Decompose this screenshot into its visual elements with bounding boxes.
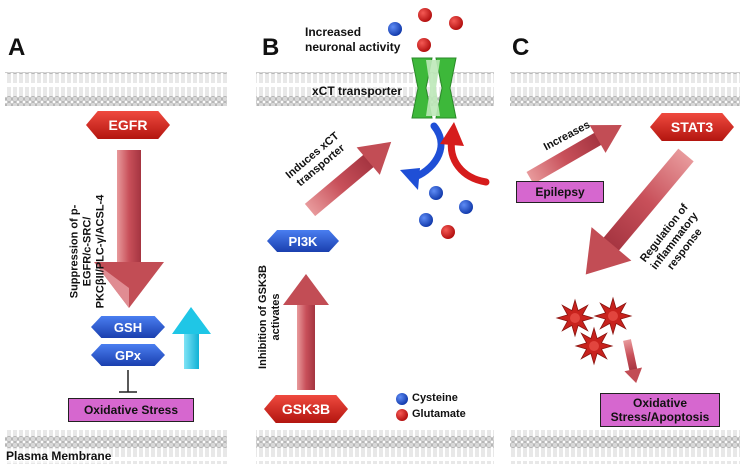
legend-cysteine-label: Cysteine: [412, 392, 458, 404]
gsk3b-badge: GSK3B: [264, 395, 348, 423]
outcome-down-arrow: [623, 339, 643, 384]
increase-up-arrow: [172, 307, 211, 369]
membrane-top-a: [5, 72, 227, 106]
membrane-bottom-c: [510, 430, 740, 464]
legend-glutamate-label: Glutamate: [412, 408, 466, 420]
membrane-label: Plasma Membrane: [6, 449, 112, 463]
increases-diagonal-arrow: [526, 125, 622, 185]
suppression-line-1: Suppression of p-: [68, 204, 81, 299]
increased-line-1: Increased: [305, 25, 362, 39]
glutamate-efflux-arrow: [440, 122, 490, 186]
oxidative-stress-box: Oxidative Stress: [68, 398, 194, 422]
activates-up-arrow: [283, 274, 329, 390]
cysteine-ion: [459, 200, 473, 214]
ros-star-icon: [574, 326, 614, 366]
glutamate-ion: [441, 225, 455, 239]
suppression-label: Suppression of p- EGFR/c-SRC/ PKCβII/PLC…: [69, 162, 108, 342]
membrane-top-b: [256, 72, 494, 106]
xct-transporter-icon: [411, 57, 457, 119]
cysteine-influx-arrow: [400, 122, 445, 190]
regulation-diagonal-arrow: [585, 148, 694, 275]
panel-label-c: C: [512, 34, 530, 61]
suppression-line-3: PKCβII/PLC-γ/ACSL-4: [94, 194, 107, 309]
outcome-line-1: Oxidative: [632, 396, 688, 410]
suppression-line-2: EGFR/c-SRC/: [81, 216, 94, 287]
epilepsy-box: Epilepsy: [516, 181, 604, 203]
outcome-line-2: Stress/Apoptosis: [610, 410, 710, 424]
induces-diagonal-arrow: [304, 141, 392, 217]
oxidative-apoptosis-box: Oxidative Stress/Apoptosis: [600, 393, 720, 427]
cysteine-ion: [388, 22, 402, 36]
xct-label: xCT transporter: [312, 84, 403, 98]
glutamate-ion: [417, 38, 431, 52]
inhibition-label: Inhibition of GSK3B activates: [257, 252, 283, 382]
membrane-bottom-b: [256, 430, 494, 464]
increased-activity-label: Increased neuronal activity: [305, 25, 400, 55]
inhibition-line: [119, 370, 137, 393]
panel-label-a: A: [8, 34, 26, 61]
increased-line-2: neuronal activity: [305, 40, 401, 54]
glutamate-ion: [449, 16, 463, 30]
pi3k-badge: PI3K: [267, 230, 339, 252]
panel-label-b: B: [262, 34, 280, 61]
cysteine-ion: [429, 186, 443, 200]
ros-star-icon: [593, 296, 633, 336]
membrane-top-c: [510, 72, 740, 106]
ros-star-icon: [555, 298, 595, 338]
glutamate-ion: [418, 8, 432, 22]
suppression-down-arrow: [94, 150, 164, 308]
gsh-badge: GSH: [91, 316, 165, 338]
inhibition-line-2: activates: [270, 293, 282, 341]
egfr-badge: EGFR: [86, 111, 170, 139]
gpx-badge: GPx: [91, 344, 165, 366]
legend-glutamate-dot: [396, 409, 408, 421]
inhibition-line-1: Inhibition of GSK3B: [257, 265, 269, 369]
legend-cysteine-dot: [396, 393, 408, 405]
cysteine-ion: [419, 213, 433, 227]
stat3-badge: STAT3: [650, 113, 734, 141]
